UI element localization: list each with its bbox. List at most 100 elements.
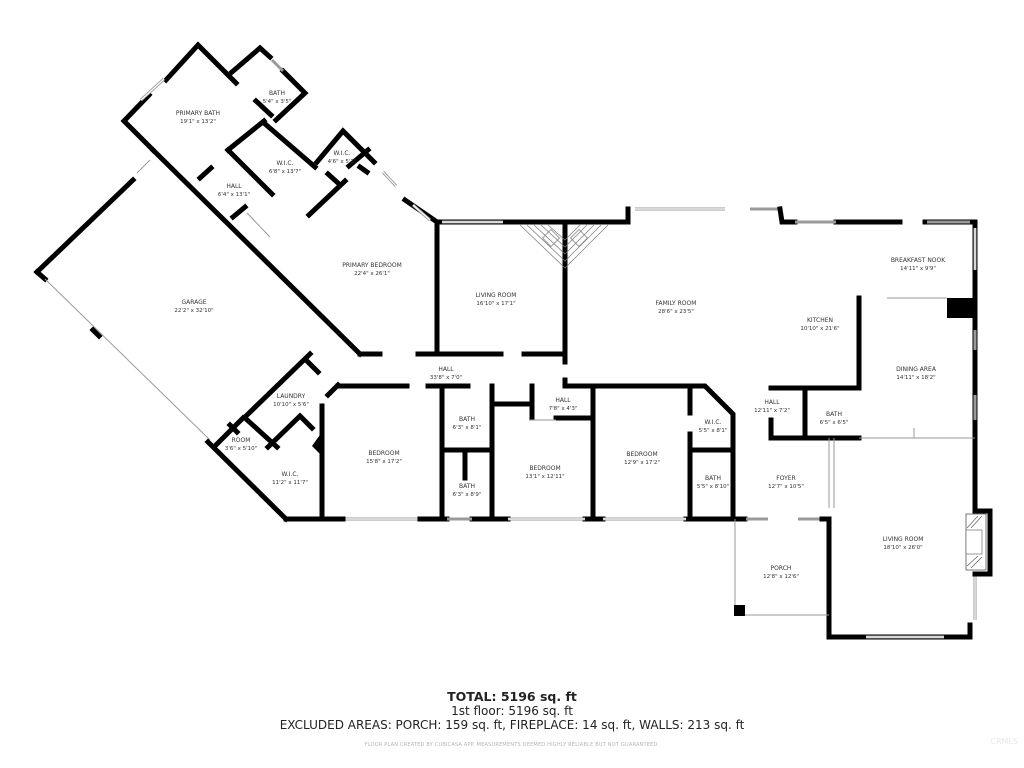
room-bath: BATH 5'4" x 3'5" [263, 90, 292, 105]
room-primary-bedroom: PRIMARY BEDROOM 22'4" x 26'1" [342, 262, 402, 277]
central-walls [283, 377, 738, 522]
svg-text:PORCH: PORCH [771, 565, 792, 572]
room-hall: HALL 6'4" x 13'1" [218, 183, 250, 198]
room-wic: W.I.C. 11'2" x 11'7" [272, 471, 308, 486]
svg-text:ROOM: ROOM [232, 437, 251, 444]
svg-text:GARAGE: GARAGE [181, 299, 206, 306]
svg-text:14'11" x 9'9": 14'11" x 9'9" [900, 266, 936, 272]
svg-text:22'4" x 26'1": 22'4" x 26'1" [354, 271, 390, 277]
svg-text:HALL: HALL [764, 399, 780, 406]
room-hall: HALL 12'11" x 7'2" [754, 399, 790, 414]
svg-text:28'6" x 23'5": 28'6" x 23'5" [658, 309, 694, 315]
svg-text:6'8" x 13'7": 6'8" x 13'7" [269, 169, 301, 175]
living-family-walls [434, 206, 780, 365]
svg-text:KITCHEN: KITCHEN [807, 317, 833, 324]
east-wing-walls [768, 206, 978, 508]
svg-text:BATH: BATH [826, 411, 842, 418]
room-living-room: LIVING ROOM 16'10" x 17'1" [476, 292, 517, 307]
breakfast-nook-fireplace [947, 298, 975, 318]
south-east-walls [732, 497, 993, 640]
svg-text:19'1" x 13'2": 19'1" x 13'2" [180, 119, 216, 125]
room-foyer: FOYER 12'7" x 10'5" [768, 475, 804, 490]
svg-text:6'5" x 6'5": 6'5" x 6'5" [820, 420, 849, 426]
room-breakfast-nook: BREAKFAST NOOK 14'11" x 9'9" [891, 257, 946, 272]
svg-text:HALL: HALL [438, 366, 454, 373]
svg-text:W.I.C.: W.I.C. [334, 150, 351, 157]
room-family-room: FAMILY ROOM 28'6" x 23'5" [656, 300, 697, 315]
svg-text:12'9" x 17'2": 12'9" x 17'2" [624, 460, 660, 466]
svg-text:6'3" x 8'1": 6'3" x 8'1" [453, 425, 482, 431]
excluded-areas: EXCLUDED AREAS: PORCH: 159 sq. ft, FIREP… [279, 718, 745, 732]
svg-text:BREAKFAST NOOK: BREAKFAST NOOK [891, 257, 946, 264]
svg-text:BATH: BATH [269, 90, 285, 97]
svg-text:6'4" x 13'1": 6'4" x 13'1" [218, 192, 250, 198]
room-kitchen: KITCHEN 10'10" x 21'6" [800, 317, 839, 332]
svg-text:10'10" x 5'6": 10'10" x 5'6" [273, 402, 309, 408]
svg-text:PRIMARY BEDROOM: PRIMARY BEDROOM [342, 262, 402, 269]
svg-text:BEDROOM: BEDROOM [626, 451, 657, 458]
svg-text:BATH: BATH [705, 475, 721, 482]
room-hall: HALL 7'8" x 4'3" [549, 397, 578, 412]
svg-text:33'8" x 7'0": 33'8" x 7'0" [430, 375, 462, 381]
room-bedroom: BEDROOM 12'9" x 17'2" [624, 451, 660, 466]
svg-text:W.I.C.: W.I.C. [705, 419, 722, 426]
svg-text:HALL: HALL [555, 397, 571, 404]
svg-text:LIVING ROOM: LIVING ROOM [476, 292, 517, 299]
room-bath: BATH 5'5" x 8'10" [697, 475, 729, 490]
svg-text:LAUNDRY: LAUNDRY [277, 393, 306, 400]
room-wic: W.I.C. 5'5" x 8'1" [699, 419, 728, 434]
room-hall: HALL 33'8" x 7'0" [430, 366, 462, 381]
svg-text:BATH: BATH [459, 483, 475, 490]
svg-text:6'3" x 8'9": 6'3" x 8'9" [453, 492, 482, 498]
svg-text:12'8" x 12'6": 12'8" x 12'6" [763, 574, 799, 580]
svg-text:16'10" x 17'1": 16'10" x 17'1" [476, 301, 515, 307]
room-bath: BATH 6'3" x 8'9" [453, 483, 482, 498]
svg-text:W.I.C.: W.I.C. [277, 160, 294, 167]
svg-text:14'11" x 18'2": 14'11" x 18'2" [896, 375, 935, 381]
room-wic: W.I.C. 4'6" x 5'3" [328, 150, 357, 165]
svg-text:5'5" x 8'10": 5'5" x 8'10" [697, 484, 729, 490]
svg-text:HALL: HALL [226, 183, 242, 190]
room-bath: BATH 6'3" x 8'1" [453, 416, 482, 431]
svg-text:13'1" x 12'11": 13'1" x 12'11" [525, 474, 564, 480]
room-dining-area: DINING AREA 14'11" x 18'2" [896, 366, 937, 381]
total-area: TOTAL: 5196 sq. ft [447, 689, 577, 704]
room-bath: BATH 6'5" x 6'5" [820, 411, 849, 426]
floor-area: 1st floor: 5196 sq. ft [451, 704, 573, 718]
svg-text:BEDROOM: BEDROOM [368, 450, 399, 457]
svg-text:FAMILY ROOM: FAMILY ROOM [656, 300, 697, 307]
room-room: ROOM 3'6" x 5'10" [225, 437, 257, 452]
svg-text:W.I.C.: W.I.C. [282, 471, 299, 478]
svg-text:BATH: BATH [459, 416, 475, 423]
room-laundry: LAUNDRY 10'10" x 5'6" [273, 393, 309, 408]
room-garage: GARAGE 22'2" x 32'10" [174, 299, 213, 314]
corner-fireplace [519, 224, 609, 269]
svg-text:5'4" x 3'5": 5'4" x 3'5" [263, 99, 292, 105]
svg-text:15'8" x 17'2": 15'8" x 17'2" [366, 459, 402, 465]
room-wic: W.I.C. 6'8" x 13'7" [269, 160, 301, 175]
room-bedroom: BEDROOM 13'1" x 12'11" [525, 465, 564, 480]
svg-text:5'5" x 8'1": 5'5" x 8'1" [699, 428, 728, 434]
svg-text:12'11" x 7'2": 12'11" x 7'2" [754, 408, 790, 414]
room-porch: PORCH 12'8" x 12'6" [763, 565, 799, 580]
room-living-room: LIVING ROOM 18'10" x 26'0" [883, 536, 924, 551]
disclaimer: FLOOR PLAN CREATED BY CUBICASA APP. MEAS… [364, 742, 660, 748]
svg-text:4'6" x 5'3": 4'6" x 5'3" [328, 159, 357, 165]
svg-text:DINING AREA: DINING AREA [896, 366, 937, 373]
svg-text:7'8" x 4'3": 7'8" x 4'3" [549, 406, 578, 412]
svg-text:11'2" x 11'7": 11'2" x 11'7" [272, 480, 308, 486]
living-room-fireplace [965, 513, 987, 571]
svg-text:10'10" x 21'6": 10'10" x 21'6" [800, 326, 839, 332]
svg-text:3'6" x 5'10": 3'6" x 5'10" [225, 446, 257, 452]
svg-text:22'2" x 32'10": 22'2" x 32'10" [174, 308, 213, 314]
svg-text:FOYER: FOYER [776, 475, 795, 482]
svg-text:LIVING ROOM: LIVING ROOM [883, 536, 924, 543]
garage-walls [33, 159, 211, 441]
svg-text:18'10" x 26'0": 18'10" x 26'0" [883, 545, 922, 551]
watermark: CRMLS [990, 737, 1018, 746]
svg-text:12'7" x 10'5": 12'7" x 10'5" [768, 484, 804, 490]
svg-text:BEDROOM: BEDROOM [529, 465, 560, 472]
room-bedroom: BEDROOM 15'8" x 17'2" [366, 450, 402, 465]
